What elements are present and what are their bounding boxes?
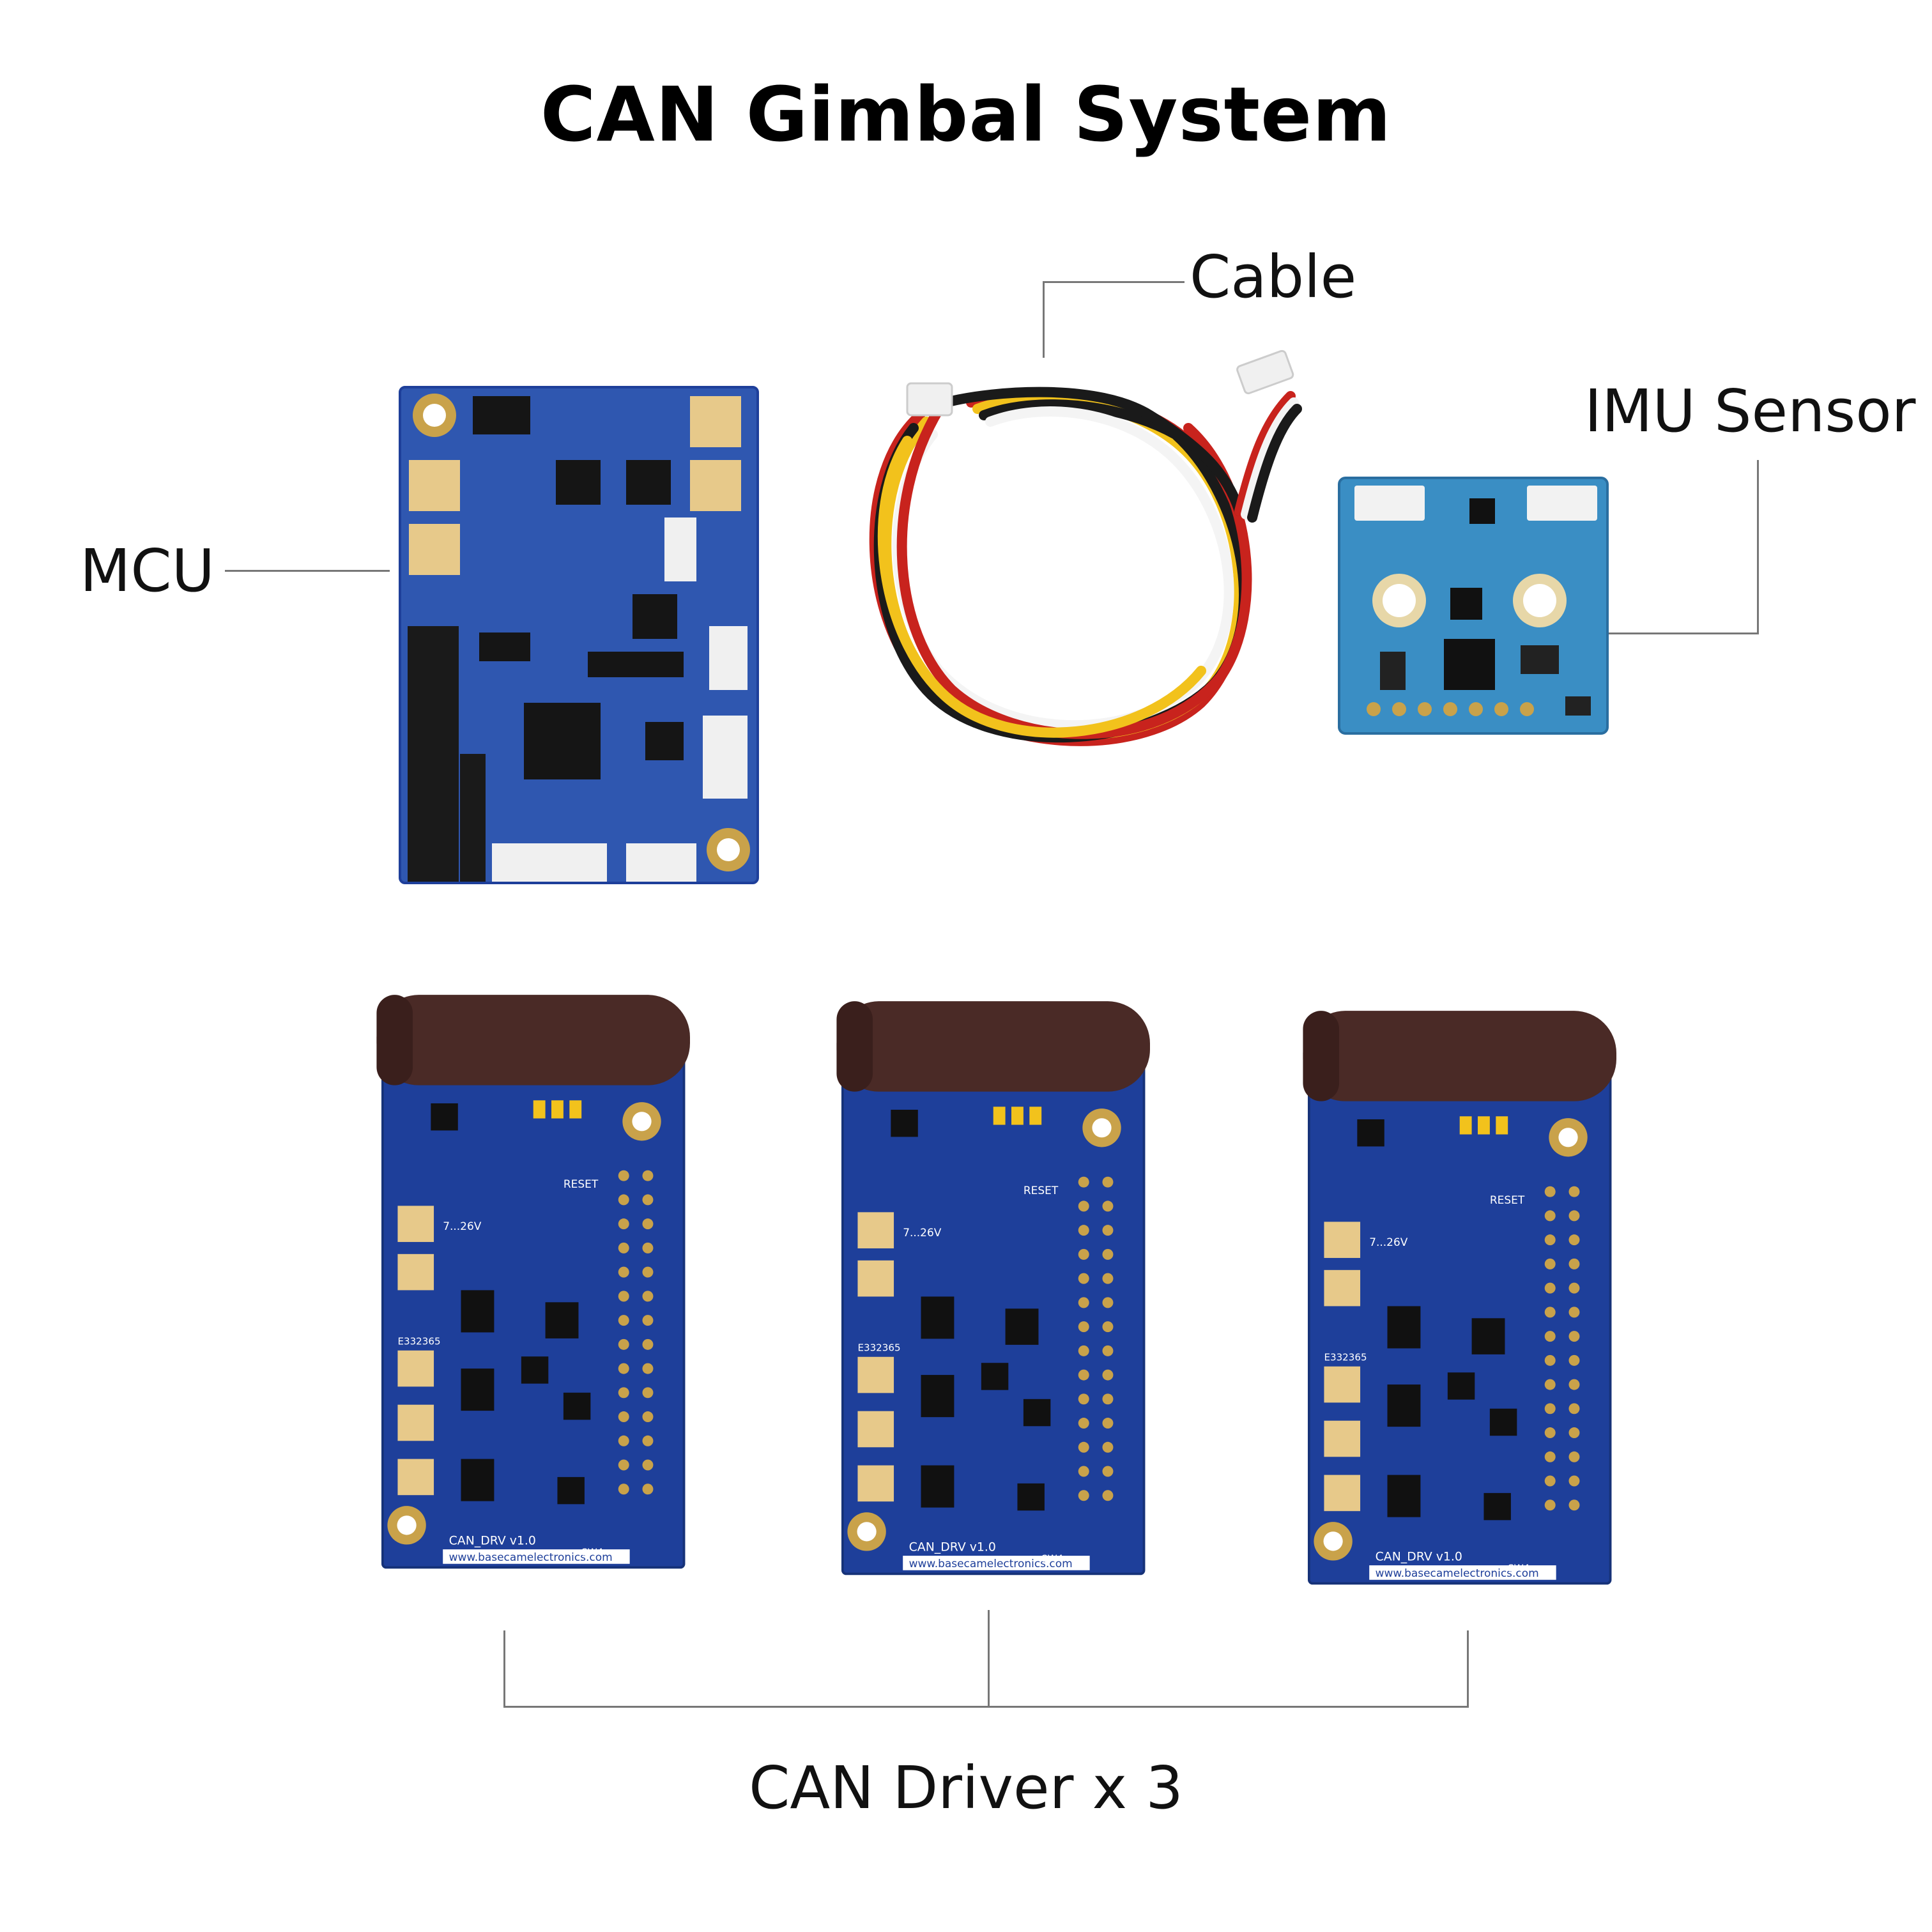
can-driver-label: CAN Driver x 3 xyxy=(749,1754,1183,1822)
driver-2-reset: RESET xyxy=(1023,1184,1059,1197)
driver-2-name: CAN_DRV v1.0 xyxy=(909,1540,996,1554)
driver-3-sw4: SW4 xyxy=(1508,1563,1529,1574)
driver-3-voltage: 7...26V xyxy=(1369,1236,1408,1249)
driver-bracket-mid xyxy=(988,1610,990,1707)
driver-bracket-base xyxy=(503,1706,1469,1708)
driver-3-url: www.basecamelectronics.com xyxy=(1376,1567,1539,1580)
driver-2-voltage: 7...26V xyxy=(903,1227,942,1239)
driver-3-name: CAN_DRV v1.0 xyxy=(1376,1550,1462,1564)
can-driver-board-2: CAN_DRV v1.0 www.basecamelectronics.com … xyxy=(835,1000,1150,1575)
driver-3-reset: RESET xyxy=(1490,1194,1525,1207)
imu-leader-line-v xyxy=(1757,460,1759,634)
driver-2-code: E332365 xyxy=(857,1342,900,1353)
imu-leader-line-h xyxy=(1605,632,1759,634)
imu-label: IMU Sensor xyxy=(1584,377,1916,445)
can-driver-board-3: CAN_DRV v1.0 www.basecamelectronics.com … xyxy=(1301,1009,1616,1585)
driver-1-url: www.basecamelectronics.com xyxy=(449,1551,613,1564)
can-driver-board-1: CAN_DRV v1.0 www.basecamelectronics.com … xyxy=(375,993,690,1569)
page-title: CAN Gimbal System xyxy=(540,70,1392,158)
driver-1-code: E332365 xyxy=(397,1335,440,1347)
driver-2-url: www.basecamelectronics.com xyxy=(909,1558,1073,1570)
imu-sensor-board xyxy=(1338,477,1609,735)
driver-bracket-left xyxy=(503,1630,505,1707)
mcu-leader-line xyxy=(225,570,390,572)
driver-2-sw4: SW4 xyxy=(1041,1553,1063,1565)
driver-1-name: CAN_DRV v1.0 xyxy=(449,1534,536,1548)
mcu-board xyxy=(399,386,759,884)
driver-3-code: E332365 xyxy=(1324,1351,1367,1363)
cable-leader-line-v xyxy=(1043,281,1045,358)
driver-1-voltage: 7...26V xyxy=(443,1220,482,1233)
cable-label: Cable xyxy=(1190,243,1357,311)
driver-1-reset: RESET xyxy=(564,1178,599,1191)
driver-bracket-right xyxy=(1467,1630,1469,1707)
cable-image xyxy=(869,349,1302,746)
cable-leader-line-h xyxy=(1043,281,1184,283)
mcu-label: MCU xyxy=(80,537,215,605)
driver-1-sw4: SW4 xyxy=(581,1547,603,1558)
